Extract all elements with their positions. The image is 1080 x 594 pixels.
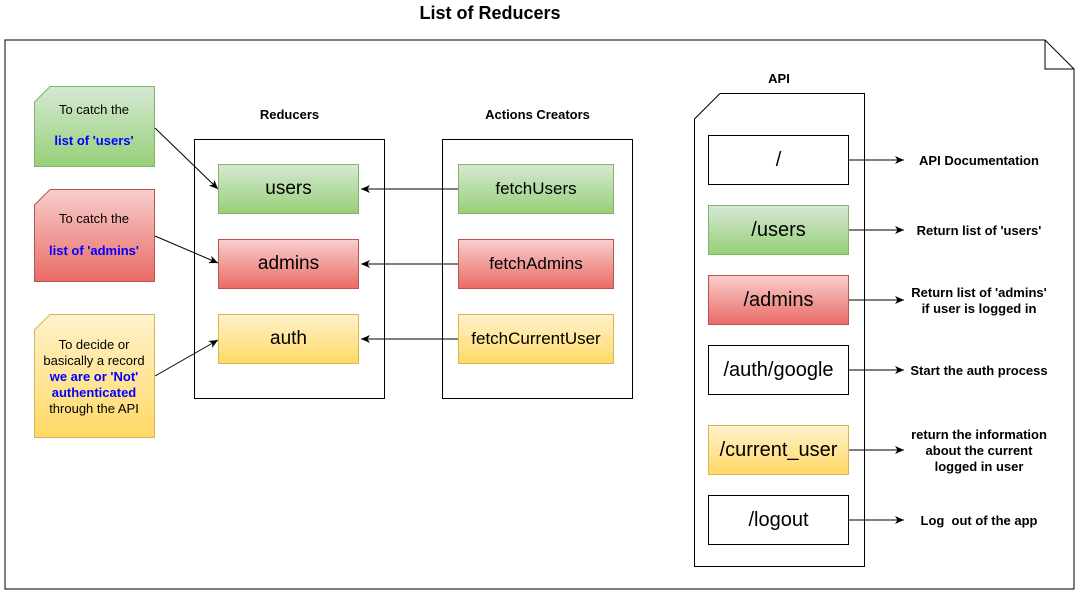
resp-current-line3: logged in user <box>934 459 1024 474</box>
frame-fold <box>1044 40 1074 70</box>
resp-current-line2: about the current <box>925 443 1033 458</box>
action-fetchusers[interactable]: fetchUsers <box>458 164 614 214</box>
reducer-users[interactable]: users <box>218 164 359 214</box>
reducers-header: Reducers <box>259 107 320 122</box>
arrow-note-admins <box>154 235 219 264</box>
note-users: To catch the list of 'users' <box>34 102 154 149</box>
api-header: API <box>768 71 790 86</box>
api-route-admins[interactable]: /admins <box>708 275 849 325</box>
resp-admins: Return list of 'admins' if user is logge… <box>898 285 1060 317</box>
resp-auth: Start the auth process <box>910 363 1048 378</box>
resp-root: API Documentation <box>919 153 1039 168</box>
note-admins-highlight: list of 'admins' <box>49 243 139 258</box>
resp-current-line1: return the information <box>911 427 1047 442</box>
note-auth-highlight2: authenticated <box>51 385 137 400</box>
api-route-root[interactable]: / <box>708 135 849 185</box>
api-route-logout[interactable]: /logout <box>708 495 849 545</box>
note-auth-line1: To decide or <box>58 337 130 352</box>
reducer-admins[interactable]: admins <box>218 239 359 289</box>
resp-admins-line1: Return list of 'admins' <box>911 285 1047 300</box>
note-users-line: To catch the <box>58 102 130 117</box>
api-route-current-user[interactable]: /current_user <box>708 425 849 475</box>
note-admins: To catch the list of 'admins' <box>34 211 154 259</box>
resp-admins-line2: if user is logged in <box>921 301 1037 316</box>
resp-users: Return list of 'users' <box>916 223 1042 238</box>
actions-header: Actions Creators <box>485 107 590 122</box>
api-route-auth-google[interactable]: /auth/google <box>708 345 849 395</box>
note-users-highlight: list of 'users' <box>54 133 134 148</box>
arrow-note-users <box>154 127 219 190</box>
resp-current: return the information about the current… <box>898 427 1060 475</box>
note-auth-line3: through the API <box>49 401 139 416</box>
page-title: List of Reducers <box>419 3 561 23</box>
note-admins-line: To catch the <box>58 211 130 226</box>
note-auth: To decide or basically a record we are o… <box>34 337 154 417</box>
arrow-note-auth <box>154 339 219 377</box>
api-route-users[interactable]: /users <box>708 205 849 255</box>
note-auth-highlight1: we are or 'Not' <box>49 369 139 384</box>
note-auth-line2: basically a record <box>43 353 145 368</box>
reducer-auth[interactable]: auth <box>218 314 359 364</box>
action-fetchcurrentuser[interactable]: fetchCurrentUser <box>458 314 614 364</box>
action-fetchadmins[interactable]: fetchAdmins <box>458 239 614 289</box>
resp-logout: Log out of the app <box>920 513 1038 528</box>
